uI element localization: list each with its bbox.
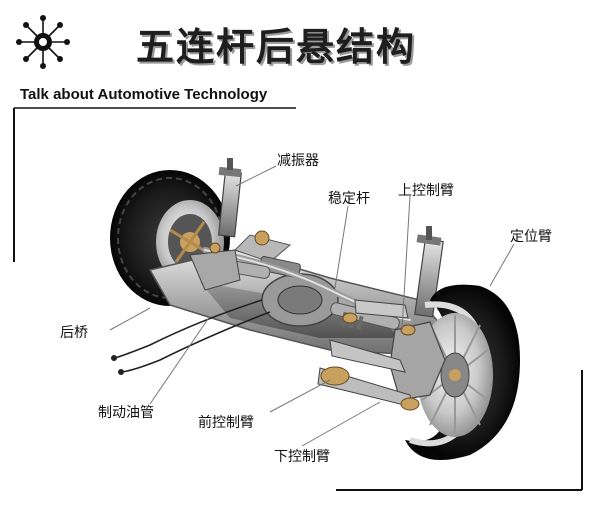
right-shock-absorber — [414, 226, 444, 318]
left-knuckle — [189, 230, 270, 291]
label-front-control-arm: 前控制臂 — [198, 415, 254, 431]
left-shock-absorber — [218, 158, 242, 238]
label-lower-control-arm: 下控制臂 — [274, 449, 330, 465]
label-brake-line: 制动油管 — [98, 405, 154, 421]
page-title: 五连杆后悬结构 — [136, 25, 417, 69]
label-shock-absorber: 减振器 — [277, 153, 319, 169]
label-stabilizer-bar: 稳定杆 — [328, 191, 370, 207]
brake-lines — [114, 299, 271, 373]
leader-lines — [109, 165, 515, 447]
label-trailing-arm: 定位臂 — [510, 229, 552, 245]
label-upper-control-arm: 上控制臂 — [398, 183, 454, 199]
logo-icon — [16, 15, 70, 69]
control-arms — [317, 299, 446, 411]
page-subtitle: Talk about Automotive Technology — [20, 86, 268, 103]
label-rear-axle: 后桥 — [60, 325, 88, 341]
